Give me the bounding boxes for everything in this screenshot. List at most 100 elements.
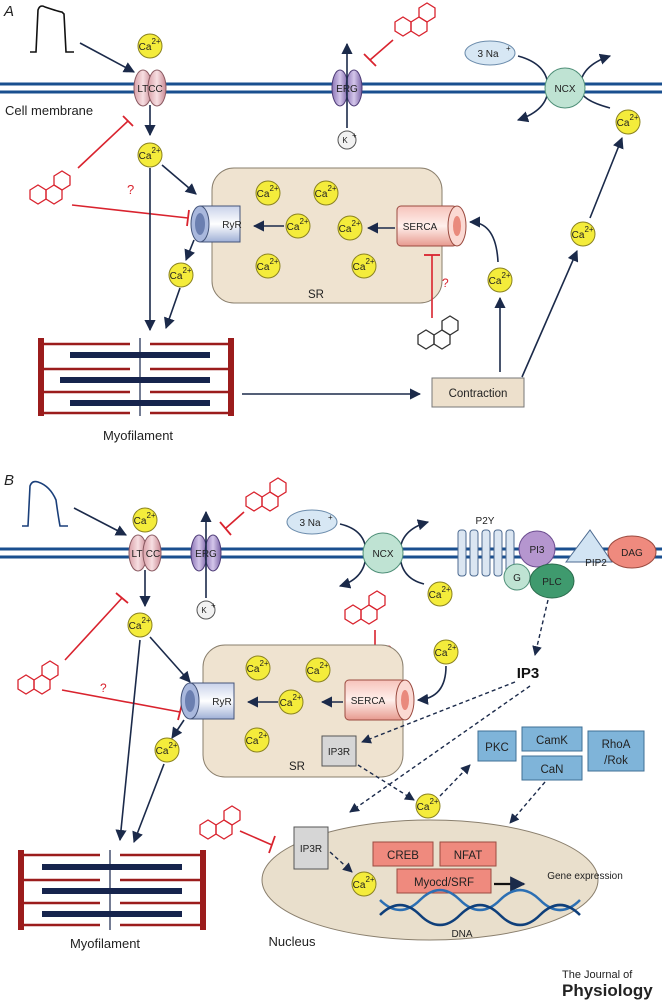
action-potential-a <box>30 5 74 53</box>
svg-text:2+: 2+ <box>151 146 160 155</box>
phenanthrene-molecule-icon <box>29 170 71 205</box>
nucleus-label: Nucleus <box>269 934 316 949</box>
phenanthrene-molecule-icon <box>199 805 241 840</box>
potassium-ion: K+ <box>196 600 216 620</box>
svg-text:Ca: Ca <box>617 118 630 129</box>
svg-text:CREB: CREB <box>387 850 419 862</box>
svg-text:IP3R: IP3R <box>300 844 322 855</box>
ltcc-channel-a: LTCC <box>133 69 167 107</box>
calcium-ion: Ca2+ <box>305 657 331 683</box>
contraction-box: Contraction <box>431 377 525 408</box>
phenanthrene-molecule-icon <box>344 590 386 625</box>
myofilament-a <box>38 338 234 416</box>
calcium-ion: Ca2+ <box>168 262 194 288</box>
potassium-ion: K+ <box>337 130 357 150</box>
svg-text:Ca: Ca <box>257 189 270 200</box>
svg-text:+: + <box>506 44 511 53</box>
dna-helix-icon <box>379 888 581 927</box>
nfat-box: NFAT <box>439 841 497 867</box>
svg-text:2+: 2+ <box>292 693 301 702</box>
svg-text:Contraction: Contraction <box>449 388 508 400</box>
journal-logo: The Journal of Physiology <box>562 969 653 1000</box>
svg-text:2+: 2+ <box>258 731 267 740</box>
myofilament-b <box>18 850 206 930</box>
ryr-channel-b: RyR <box>180 682 235 720</box>
svg-text:+: + <box>352 131 357 140</box>
calcium-ion: Ca2+ <box>427 581 453 607</box>
svg-text:2+: 2+ <box>629 113 638 122</box>
svg-text:PKC: PKC <box>485 742 509 754</box>
sodium-ions: 3 Na + <box>464 40 516 66</box>
svg-text:2+: 2+ <box>501 271 510 280</box>
pip2: PIP2 <box>565 529 613 569</box>
svg-text:NFAT: NFAT <box>454 850 483 862</box>
ip3r-sr: IP3R <box>321 735 357 767</box>
svg-text:SERCA: SERCA <box>351 696 386 707</box>
phenanthrene-molecule-icon <box>394 2 436 37</box>
phenanthrene-molecule-icon <box>17 660 59 695</box>
svg-text:Ca: Ca <box>170 271 183 282</box>
svg-text:2+: 2+ <box>327 184 336 193</box>
svg-text:Ca: Ca <box>247 664 260 675</box>
calcium-ion: Ca2+ <box>255 180 281 206</box>
myofilament-label: Myofilament <box>103 428 173 443</box>
phenanthrene-molecule-icon <box>417 315 459 350</box>
svg-text:Gene expression: Gene expression <box>547 871 623 882</box>
svg-text:Ca: Ca <box>417 802 430 813</box>
ncx-exchanger-b: NCX <box>362 532 404 574</box>
svg-text:SERCA: SERCA <box>403 222 438 233</box>
calcium-ion: Ca2+ <box>615 109 641 135</box>
can-box: CaN <box>521 755 583 781</box>
svg-text:+: + <box>328 513 333 522</box>
question-mark: ? <box>127 182 134 197</box>
svg-text:PIP2: PIP2 <box>585 558 607 569</box>
svg-text:+: + <box>211 601 216 610</box>
ltcc-channel-b: LT CC <box>128 534 162 572</box>
calcium-ion: Ca2+ <box>154 737 180 763</box>
rhoa-rok-box: RhoA /Rok <box>587 730 645 772</box>
svg-text:Ca: Ca <box>287 222 300 233</box>
g-protein: G <box>503 563 531 591</box>
svg-text:3 Na: 3 Na <box>477 49 499 60</box>
svg-text:2+: 2+ <box>151 37 160 46</box>
svg-text:Ca: Ca <box>572 230 585 241</box>
calcium-ion: Ca2+ <box>351 253 377 279</box>
calcium-ion: Ca2+ <box>278 689 304 715</box>
calcium-ion: Ca2+ <box>132 507 158 533</box>
svg-text:CC: CC <box>146 549 160 560</box>
svg-text:LT: LT <box>132 549 143 560</box>
svg-text:PI3: PI3 <box>529 545 544 556</box>
svg-text:2+: 2+ <box>365 257 374 266</box>
svg-text:2+: 2+ <box>259 659 268 668</box>
svg-text:Ca: Ca <box>353 262 366 273</box>
calcium-ion: Ca2+ <box>313 180 339 206</box>
calcium-ion: Ca2+ <box>337 215 363 241</box>
svg-text:K: K <box>201 606 207 615</box>
svg-text:2+: 2+ <box>319 661 328 670</box>
svg-text:2+: 2+ <box>269 257 278 266</box>
svg-text:Myocd/SRF: Myocd/SRF <box>414 877 474 889</box>
svg-text:/Rok: /Rok <box>604 755 628 767</box>
ip3-label: IP3 <box>517 665 540 682</box>
phenanthrene-molecule-icon <box>245 477 287 512</box>
calcium-ion: Ca2+ <box>127 612 153 638</box>
svg-text:Ca: Ca <box>307 666 320 677</box>
svg-text:P2Y: P2Y <box>476 516 495 527</box>
svg-text:2+: 2+ <box>351 219 360 228</box>
svg-text:PLC: PLC <box>542 577 561 588</box>
question-mark: ? <box>100 681 107 695</box>
svg-text:K: K <box>342 136 348 145</box>
svg-text:Ca: Ca <box>489 276 502 287</box>
svg-text:Ca: Ca <box>429 590 442 601</box>
gene-expression-arrow: Gene expression <box>494 871 623 892</box>
panel-a-letter: A <box>3 3 14 20</box>
svg-text:Ca: Ca <box>315 189 328 200</box>
ltcc-label: LTCC <box>137 84 162 95</box>
panel-a: A Cell membrane LTCC Ca2+ Ca2+ E <box>0 2 662 443</box>
svg-text:2+: 2+ <box>146 511 155 520</box>
calcium-ion: Ca2+ <box>245 655 271 681</box>
serca-pump-b: SERCA <box>344 679 415 721</box>
svg-text:2+: 2+ <box>441 585 450 594</box>
svg-text:Physiology: Physiology <box>562 981 653 1000</box>
